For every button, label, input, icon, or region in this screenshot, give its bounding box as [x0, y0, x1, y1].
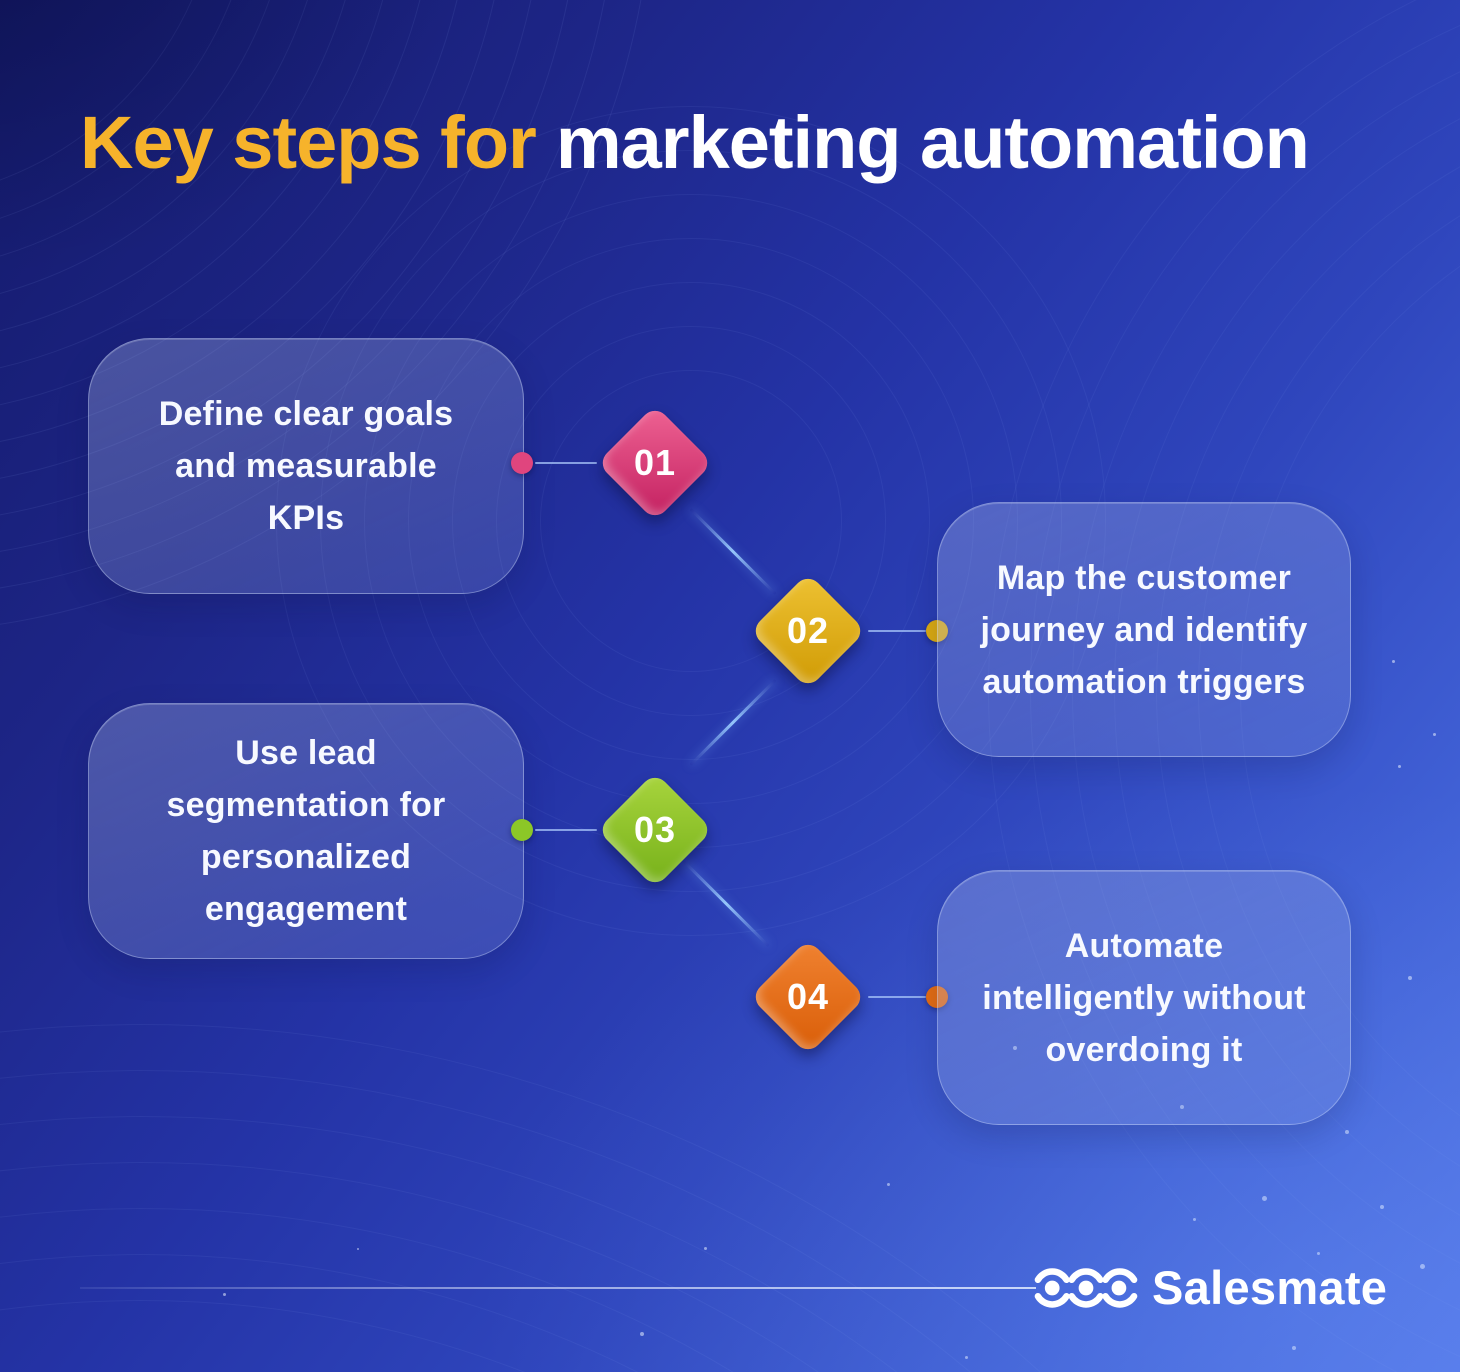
brand-logo: Salesmate: [1034, 1256, 1387, 1320]
sparkle-dot: [1345, 1130, 1349, 1134]
sparkle-dot: [1398, 765, 1401, 768]
sparkle-dot: [1420, 1264, 1425, 1269]
contour-arc: [0, 1300, 1202, 1372]
step-1-number: 01: [633, 441, 677, 483]
step-4-text: Automate intelligently without overdoing…: [982, 926, 1306, 1069]
sparkle-dot: [1317, 1252, 1320, 1255]
step-1-connector-dot: [511, 452, 533, 474]
step-3-number: 03: [633, 808, 677, 850]
sparkle-dot: [357, 1248, 359, 1250]
sparkle-dot: [704, 1247, 707, 1250]
sparkle-dot: [887, 1183, 890, 1186]
step-3-text: Use lead segmentation for personalized e…: [166, 734, 446, 928]
title-rest: marketing automation: [555, 101, 1310, 184]
step-2-connector-line: [868, 630, 926, 632]
connector-streak-3-4: [682, 860, 770, 947]
step-1-text: Define clear goals and measurable KPIs: [158, 395, 454, 537]
footer-divider: [80, 1287, 1036, 1289]
step-1-diamond: 01: [597, 405, 713, 521]
step-4-number: 04: [786, 975, 830, 1017]
sparkle-dot: [1262, 1196, 1267, 1201]
step-2-diamond: 02: [750, 573, 866, 689]
step-4-connector-line: [868, 996, 926, 998]
title-highlight: Key steps for: [80, 101, 537, 184]
sparkle-dot: [223, 1293, 226, 1296]
brand-name: Salesmate: [1152, 1261, 1388, 1314]
sparkle-dot: [1392, 660, 1395, 663]
step-2-connector-dot: [926, 620, 948, 642]
step-4-card: Automate intelligently without overdoing…: [937, 870, 1351, 1125]
step-4-diamond: 04: [750, 939, 866, 1055]
step-2-card: Map the customer journey and identify au…: [937, 502, 1351, 757]
step-4-connector-dot: [926, 986, 948, 1008]
step-2-number: 02: [786, 609, 830, 651]
salesmate-chain-icon: [1034, 1259, 1138, 1317]
sparkle-dot: [1193, 1218, 1196, 1221]
contour-arc: [0, 0, 402, 382]
step-2-text: Map the customer journey and identify au…: [980, 558, 1308, 701]
sparkle-dot: [965, 1356, 968, 1359]
sparkle-dot: [1433, 733, 1436, 736]
sparkle-dot: [1380, 1205, 1384, 1209]
step-1-card: Define clear goals and measurable KPIs: [88, 338, 524, 594]
step-1-connector-line: [535, 462, 597, 464]
connector-streak-1-2: [689, 508, 777, 595]
step-3-card: Use lead segmentation for personalized e…: [88, 703, 524, 959]
contour-arc: [0, 1116, 1386, 1372]
connector-streak-2-3: [689, 679, 777, 766]
step-3-connector-dot: [511, 819, 533, 841]
sparkle-dot: [1292, 1346, 1296, 1350]
sparkle-dot: [640, 1332, 644, 1336]
sparkle-dot: [1408, 976, 1412, 980]
step-3-connector-line: [535, 829, 597, 831]
